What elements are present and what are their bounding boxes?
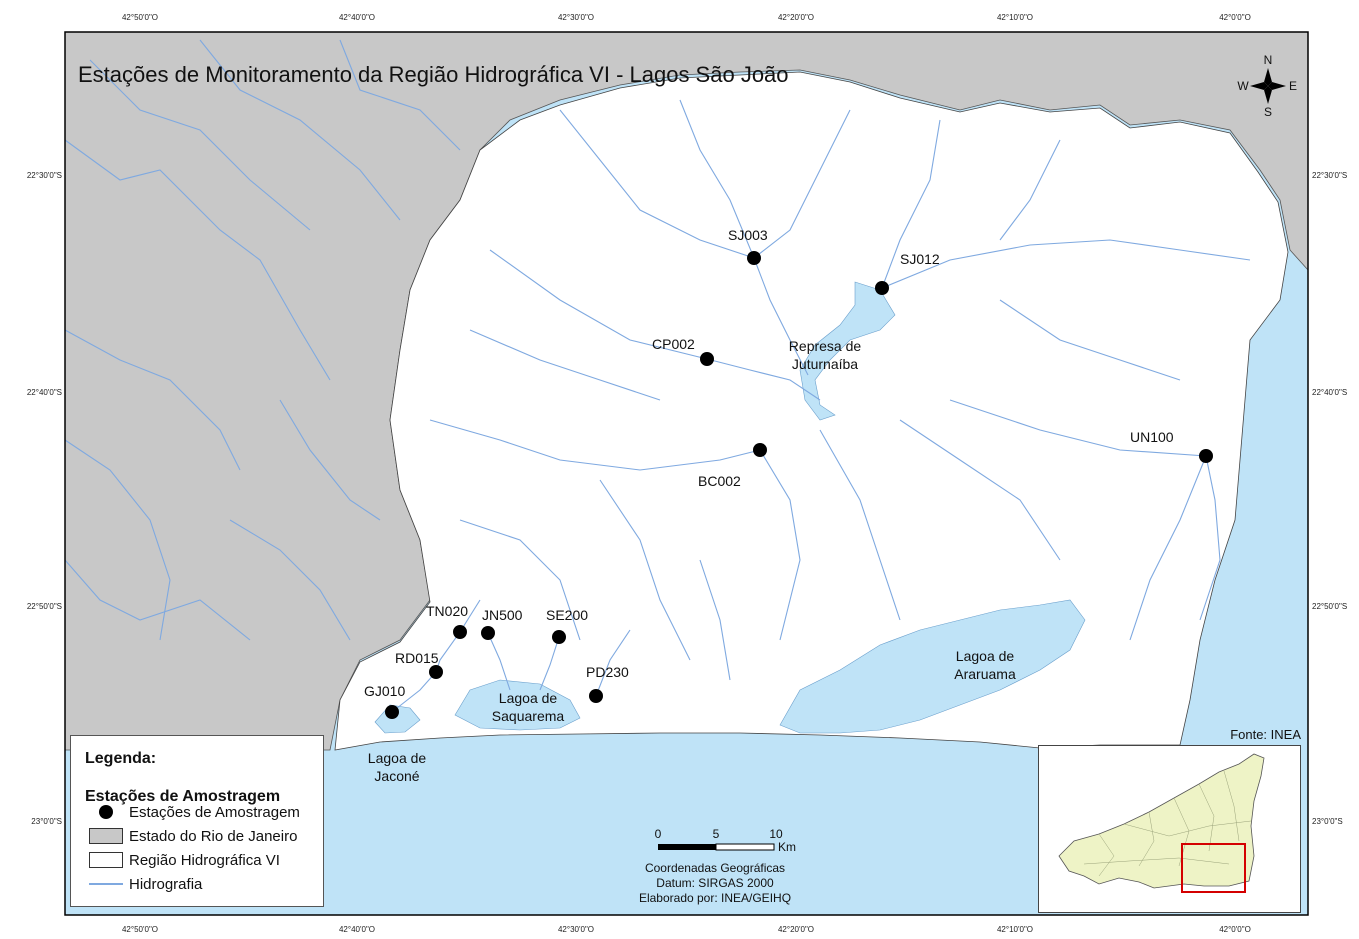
legend-item-label: Hidrografia bbox=[129, 875, 203, 893]
scale-tick: 0 bbox=[655, 827, 662, 841]
station-marker[interactable] bbox=[753, 443, 767, 457]
lat-label: 22°30'0"S bbox=[27, 171, 62, 180]
station-label: SJ012 bbox=[900, 251, 940, 267]
map-frame bbox=[64, 31, 1309, 916]
station-marker[interactable] bbox=[453, 625, 467, 639]
lon-label: 42°30'0"O bbox=[558, 13, 594, 22]
station-marker[interactable] bbox=[552, 630, 566, 644]
compass-w: W bbox=[1237, 79, 1249, 93]
lat-label: 22°50'0"S bbox=[27, 602, 62, 611]
scale-tick: 5 bbox=[713, 827, 720, 841]
station-label: CP002 bbox=[652, 336, 695, 352]
inset-state-shape bbox=[1058, 753, 1265, 889]
lon-label: 42°0'0"O bbox=[1219, 925, 1251, 934]
label-lagoa-saquarema: Lagoa de bbox=[499, 690, 558, 706]
lat-label: 22°50'0"S bbox=[1312, 602, 1347, 611]
credits-line: Coordenadas Geográficas bbox=[645, 861, 785, 875]
scale-unit: Km bbox=[778, 840, 796, 854]
stations-layer: SJ003 SJ012 CP002 BC002 UN100 TN020 JN50… bbox=[364, 227, 1213, 719]
station-label: SE200 bbox=[546, 607, 588, 623]
station-label: TN020 bbox=[426, 603, 468, 619]
lat-label: 23°0'0"S bbox=[1312, 817, 1343, 826]
station-marker[interactable] bbox=[700, 352, 714, 366]
source-label: Fonte: INEA bbox=[1230, 727, 1301, 742]
station-marker[interactable] bbox=[429, 665, 443, 679]
station-dot-icon bbox=[87, 803, 125, 821]
station-label: RD015 bbox=[395, 650, 439, 666]
legend: Legenda: Estações de Amostragem Estações… bbox=[70, 735, 324, 907]
compass-n: N bbox=[1264, 53, 1273, 67]
place-labels: Represa de Juturnaíba Lagoa de Araruama … bbox=[368, 338, 1016, 784]
lat-label: 22°40'0"S bbox=[27, 388, 62, 397]
station-label: BC002 bbox=[698, 473, 741, 489]
blue-line-icon bbox=[87, 875, 125, 893]
legend-item-stations: Estações de Amostragem bbox=[87, 802, 300, 822]
station-marker[interactable] bbox=[747, 251, 761, 265]
lon-label: 42°50'0"O bbox=[122, 13, 158, 22]
scale-bar: 0 5 10 Km bbox=[655, 827, 796, 854]
station-label: JN500 bbox=[482, 607, 523, 623]
station-marker[interactable] bbox=[589, 689, 603, 703]
label-represa-juturnaiba: Represa de bbox=[789, 338, 862, 354]
compass-e: E bbox=[1289, 79, 1297, 93]
region-vi-land bbox=[334, 71, 1289, 751]
legend-title: Legenda: bbox=[85, 750, 157, 767]
lagoa-araruama bbox=[779, 599, 1086, 734]
station-marker[interactable] bbox=[481, 626, 495, 640]
graticule-labels: 42°50'0"O 42°40'0"O 42°30'0"O 42°20'0"O … bbox=[27, 13, 1347, 934]
lat-label: 23°0'0"S bbox=[31, 817, 62, 826]
represa-juturnaiba bbox=[799, 281, 896, 421]
lon-label: 42°50'0"O bbox=[122, 925, 158, 934]
state-land-west bbox=[64, 31, 1309, 751]
lon-label: 42°10'0"O bbox=[997, 925, 1033, 934]
lon-label: 42°20'0"O bbox=[778, 925, 814, 934]
lat-label: 22°30'0"S bbox=[1312, 171, 1347, 180]
legend-item-label: Região Hidrográfica VI bbox=[129, 851, 280, 869]
map-title: Estações de Monitoramento da Região Hidr… bbox=[78, 62, 789, 87]
compass-s: S bbox=[1264, 105, 1272, 119]
station-marker[interactable] bbox=[385, 705, 399, 719]
station-label: PD230 bbox=[586, 664, 629, 680]
label-lagoa-araruama: Araruama bbox=[954, 666, 1016, 682]
lon-label: 42°30'0"O bbox=[558, 925, 594, 934]
lon-label: 42°20'0"O bbox=[778, 13, 814, 22]
inset-highlight-box bbox=[1181, 843, 1246, 893]
credits: Coordenadas Geográficas Datum: SIRGAS 20… bbox=[639, 861, 791, 905]
inset-map-svg bbox=[1058, 753, 1265, 893]
station-label: GJ010 bbox=[364, 683, 405, 699]
lon-label: 42°40'0"O bbox=[339, 925, 375, 934]
lon-label: 42°0'0"O bbox=[1219, 13, 1251, 22]
label-represa-juturnaiba: Juturnaíba bbox=[792, 356, 858, 372]
lon-label: 42°40'0"O bbox=[339, 13, 375, 22]
lagoa-saquarema bbox=[454, 679, 581, 731]
scale-tick: 10 bbox=[769, 827, 783, 841]
white-fill-icon bbox=[87, 851, 125, 869]
station-label: SJ003 bbox=[728, 227, 768, 243]
label-lagoa-jacone: Lagoa de bbox=[368, 750, 427, 766]
inset-locator-map bbox=[1038, 745, 1301, 913]
station-marker[interactable] bbox=[875, 281, 889, 295]
inset-municipalities bbox=[1083, 770, 1252, 877]
station-label: UN100 bbox=[1130, 429, 1174, 445]
lon-label: 42°10'0"O bbox=[997, 13, 1033, 22]
gray-fill-icon bbox=[87, 827, 125, 845]
label-lagoa-saquarema: Saquarema bbox=[492, 708, 565, 724]
lat-label: 22°40'0"S bbox=[1312, 388, 1347, 397]
legend-item-label: Estações de Amostragem bbox=[129, 803, 300, 821]
legend-item-region: Região Hidrográfica VI bbox=[87, 850, 280, 870]
credits-line: Elaborado por: INEA/GEIHQ bbox=[639, 891, 791, 905]
north-arrow-icon: N S W E bbox=[1237, 53, 1297, 119]
label-lagoa-jacone: Jaconé bbox=[374, 768, 419, 784]
legend-item-label: Estado do Rio de Janeiro bbox=[129, 827, 298, 845]
station-marker[interactable] bbox=[1199, 449, 1213, 463]
credits-line: Datum: SIRGAS 2000 bbox=[656, 876, 774, 890]
hidrografia bbox=[64, 39, 1251, 713]
legend-item-hydro: Hidrografia bbox=[87, 874, 202, 894]
legend-item-state: Estado do Rio de Janeiro bbox=[87, 826, 297, 846]
label-lagoa-araruama: Lagoa de bbox=[956, 648, 1015, 664]
legend-subtitle: Estações de Amostragem bbox=[85, 788, 281, 805]
